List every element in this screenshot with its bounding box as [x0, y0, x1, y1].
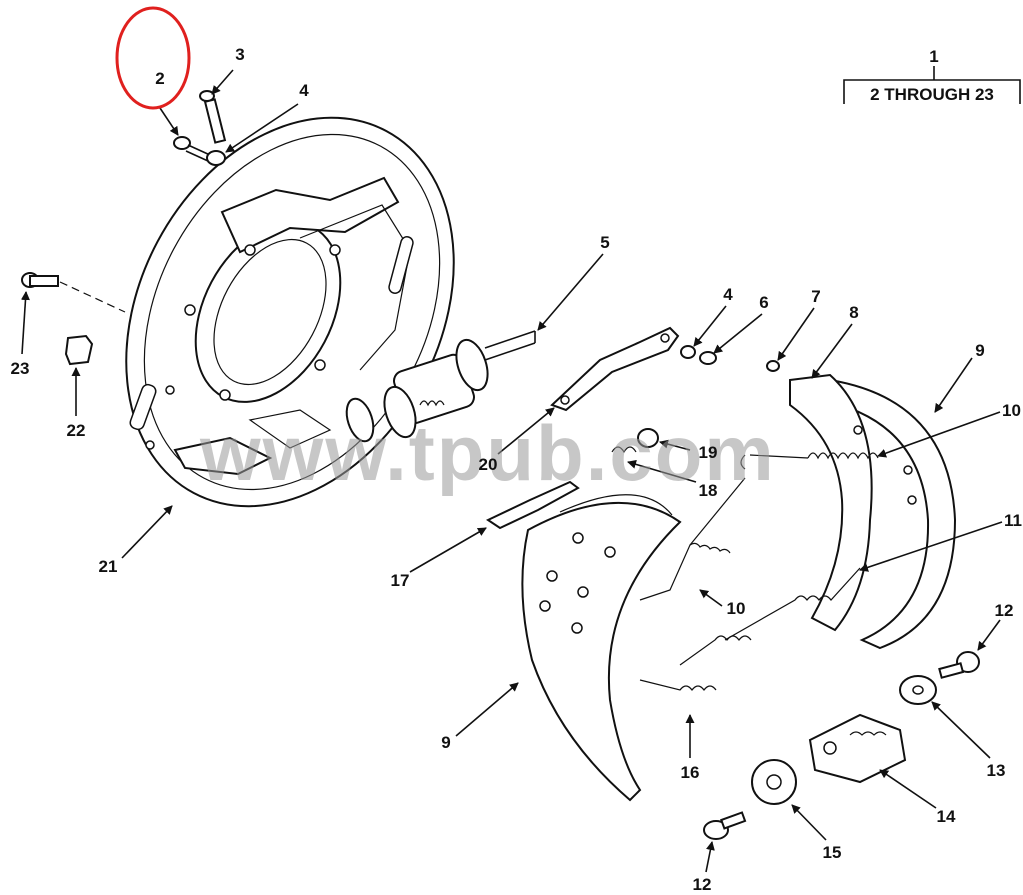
callout-21: 21: [99, 557, 118, 576]
highlight-circle: [115, 6, 191, 110]
callout-11: 11: [1004, 511, 1022, 530]
callout-9-right: 9: [975, 341, 984, 360]
callout-12-right: 12: [995, 601, 1014, 620]
callout-10-right: 10: [1002, 401, 1021, 420]
backing-plate: [125, 116, 455, 508]
callout-16: 16: [681, 763, 700, 782]
callout-8: 8: [849, 303, 858, 322]
callout-23: 23: [11, 359, 30, 378]
callout-6: 6: [759, 293, 768, 312]
callout-17: 17: [391, 571, 410, 590]
assembly-number: 1: [929, 47, 938, 66]
callout-20: 20: [479, 455, 498, 474]
wheel-cylinder: [345, 330, 536, 443]
return-springs: [639, 452, 879, 691]
callout-7: 7: [811, 287, 820, 306]
leader-lines: [20, 66, 1021, 873]
adjuster-assembly: [703, 651, 980, 840]
callout-18: 18: [699, 481, 718, 500]
callout-3: 3: [235, 45, 244, 64]
callout-15: 15: [823, 843, 842, 862]
callout-2: 2: [155, 69, 164, 88]
callout-22: 22: [67, 421, 86, 440]
callout-5: 5: [600, 233, 609, 252]
callout-14: 14: [937, 807, 956, 826]
assembly-range: 2 THROUGH 23: [870, 85, 994, 104]
adjuster-parts: [485, 326, 780, 530]
mounting-hardware: [21, 90, 227, 366]
callout-4-top: 4: [299, 81, 309, 100]
callout-9-left: 9: [441, 733, 450, 752]
brake-shoe-right: [789, 373, 957, 650]
callout-10-left: 10: [727, 599, 746, 618]
callout-13: 13: [987, 761, 1006, 780]
brake-shoe-left: [521, 494, 682, 802]
callout-19: 19: [699, 443, 718, 462]
watermark-text: www.tpub.com: [199, 409, 776, 497]
callout-12-bottom: 12: [693, 875, 712, 894]
callout-4-mid: 4: [723, 285, 733, 304]
